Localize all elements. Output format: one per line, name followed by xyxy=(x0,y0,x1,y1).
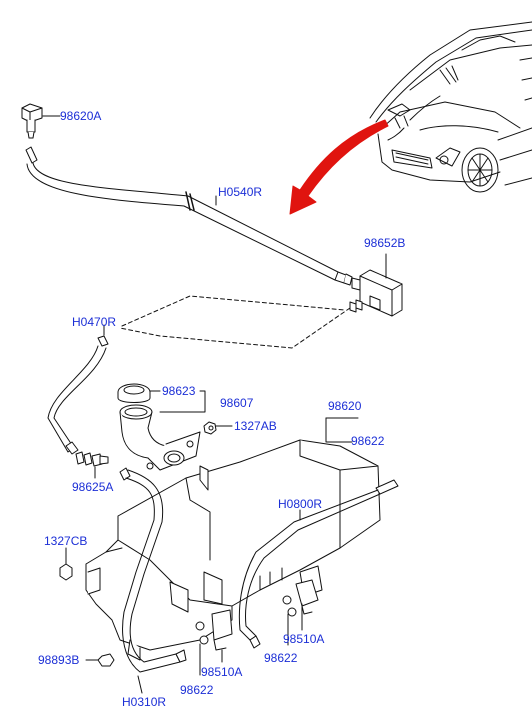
check-valve-98652B xyxy=(349,269,403,317)
leader-98607 xyxy=(159,390,206,413)
filler-neck-98607 xyxy=(119,404,201,471)
label-1327AB: 1327AB xyxy=(234,419,277,433)
label-H0800R: H0800R xyxy=(278,497,323,511)
vehicle-illustration xyxy=(369,21,532,193)
label-98510A-right: 98510A xyxy=(283,632,325,646)
label-98510A-bottom: 98510A xyxy=(201,665,243,679)
label-H0540R: H0540R xyxy=(218,185,263,199)
nut-1327AB xyxy=(203,421,217,435)
reservoir-98620 xyxy=(85,439,381,661)
label-98622-top: 98622 xyxy=(351,434,385,448)
nut-1327CB xyxy=(59,563,73,581)
hose-H0470R xyxy=(47,335,109,455)
pointer-arrow xyxy=(289,119,389,215)
label-98622-right: 98622 xyxy=(264,651,298,665)
label-H0310R: H0310R xyxy=(122,695,167,709)
hose-H0310R xyxy=(119,467,187,673)
hose-H0800R xyxy=(238,479,399,649)
cap-98623 xyxy=(117,383,151,403)
label-98623: 98623 xyxy=(162,384,196,398)
label-98652B: 98652B xyxy=(364,236,406,250)
leader-98620 xyxy=(325,417,353,443)
label-98893B: 98893B xyxy=(38,653,80,667)
label-H0470R: H0470R xyxy=(72,315,117,329)
leader-H0310R xyxy=(137,675,143,694)
connector-98625A xyxy=(75,451,109,467)
nozzle-98620A xyxy=(21,103,43,139)
label-98620: 98620 xyxy=(328,399,362,413)
label-1327CB: 1327CB xyxy=(44,534,88,548)
label-98607: 98607 xyxy=(220,396,254,410)
label-98625A: 98625A xyxy=(72,480,114,494)
label-98622-bottom: 98622 xyxy=(180,683,214,697)
hose-H0540R xyxy=(25,146,353,286)
label-98620A: 98620A xyxy=(60,109,102,123)
dashed-reference-line xyxy=(119,295,351,349)
pump-98510A-bottom xyxy=(195,609,233,651)
pump-98510A-right xyxy=(282,579,319,617)
grommet-98893B xyxy=(97,653,115,667)
